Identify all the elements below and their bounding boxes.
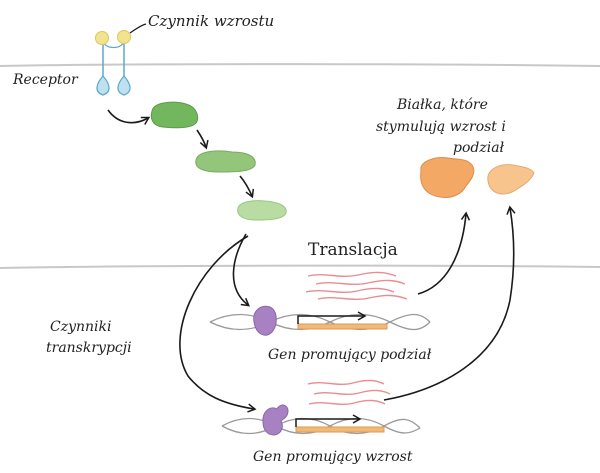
- growth-factor-ligand-right: [117, 30, 131, 44]
- label-translation: Translacja: [308, 240, 398, 260]
- growth-factor-ligand-left: [95, 31, 109, 45]
- label-proteins-line3: podział: [453, 140, 505, 156]
- arrow-receptor-to-kinase1: [107, 109, 151, 125]
- label-gene-division: Gen promujący podział: [268, 347, 432, 363]
- mrna-division: [305, 271, 408, 300]
- label-transcription-factors-line1: Czynniki: [50, 319, 111, 335]
- label-transcription-factors-line2: transkrypcji: [46, 340, 132, 356]
- arrow-kinase3-to-gene-growth: [179, 235, 257, 413]
- mrna-growth: [307, 379, 391, 405]
- arrow-kinase2-to-kinase3: [239, 175, 255, 199]
- transcription-factor-growth: [262, 404, 289, 436]
- nuclear-membrane: [0, 264, 600, 269]
- label-receptor: Receptor: [12, 72, 79, 88]
- gene-division-coding-region: [297, 323, 388, 330]
- protein-growth: [487, 164, 535, 195]
- gene-growth-promoter-arrow: [295, 414, 362, 427]
- label-proteins-line1: Białka, które: [396, 97, 488, 113]
- transcription-factor-division: [253, 305, 277, 336]
- kinase-3: [237, 200, 287, 221]
- gene-growth-coding-region: [295, 426, 385, 433]
- kinase-2: [195, 150, 256, 173]
- gene-growth-dna: [221, 417, 421, 435]
- arrow-kinase3-to-gene-division: [232, 233, 250, 307]
- label-growth-factor: Czynnik wzrostu: [148, 12, 274, 30]
- arrow-kinase1-to-kinase2: [196, 129, 209, 150]
- cell-membrane: [0, 63, 600, 67]
- gene-division-promoter-arrow: [297, 311, 367, 324]
- protein-division: [420, 157, 475, 198]
- receptor-right: [117, 40, 131, 96]
- label-gene-growth: Gen promujący wzrost: [253, 449, 413, 465]
- kinase-1: [150, 101, 199, 129]
- label-proteins-line2: stymulują wzrost i: [376, 119, 506, 135]
- growth-factor-pointer: [129, 23, 147, 34]
- arrow-mrna-to-protein-growth: [383, 205, 516, 401]
- receptor-left: [96, 40, 110, 96]
- arrow-mrna-to-protein-division: [417, 211, 471, 295]
- gene-division-dna: [209, 313, 431, 331]
